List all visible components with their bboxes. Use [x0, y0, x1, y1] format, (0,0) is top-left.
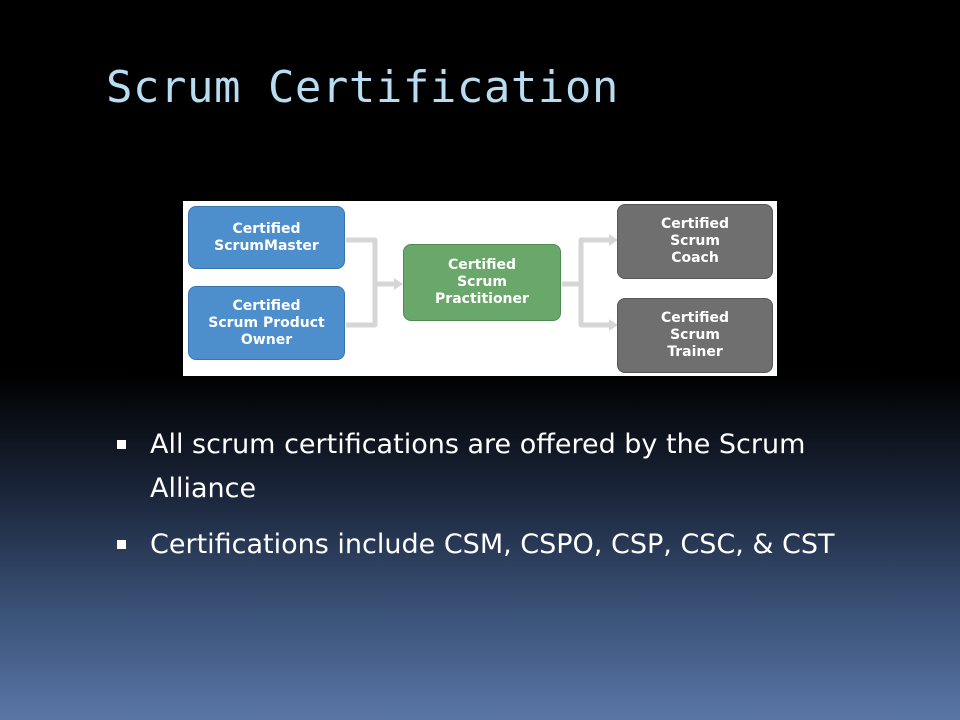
- bullet-list: All scrum certifications are offered by …: [110, 423, 890, 579]
- slide-title: Scrum Certification: [106, 62, 619, 113]
- node-certified-scrum-practitioner: Certified Scrum Practitioner: [403, 244, 561, 321]
- node-label-line: Certified: [660, 216, 730, 232]
- square-bullet-icon: [117, 440, 126, 449]
- node-label-line: Certified: [232, 220, 301, 237]
- node-label-line: Certified: [232, 297, 301, 314]
- bullet-item: All scrum certifications are offered by …: [110, 423, 890, 511]
- connector-csm-to-csp: [346, 237, 394, 287]
- node-label-line: Scrum: [670, 233, 720, 249]
- square-bullet-icon: [117, 540, 126, 549]
- bullet-item: Certifications include CSM, CSPO, CSP, C…: [110, 523, 890, 567]
- node-label-line: ScrumMaster: [214, 237, 319, 254]
- certification-path-diagram: Certified ScrumMaster Certified Scrum Pr…: [183, 201, 777, 376]
- node-certified-scrummaster: Certified ScrumMaster: [188, 206, 345, 269]
- node-certified-scrum-coach: Certified Scrum Coach: [617, 204, 773, 279]
- node-certified-scrum-product-owner: Certified Scrum Product Owner: [188, 286, 345, 360]
- node-label-line: Scrum: [670, 327, 720, 343]
- node-label-line: Certified: [660, 310, 730, 326]
- arrowhead-cst: [609, 319, 618, 331]
- connector-lines: [346, 234, 618, 331]
- node-label-line: Scrum: [457, 274, 507, 290]
- node-label-line: Scrum Product: [208, 314, 325, 331]
- arrowhead-csp: [394, 278, 403, 290]
- arrowhead-csc: [609, 234, 618, 246]
- connector-cspo-to-csp: [346, 284, 378, 328]
- node-certified-scrum-trainer: Certified Scrum Trainer: [617, 298, 773, 373]
- bullet-text: Certifications include CSM, CSPO, CSP, C…: [150, 529, 835, 560]
- connector-csp-to-csc: [562, 237, 609, 287]
- bullet-text: All scrum certifications are offered by …: [150, 429, 806, 504]
- node-label-line: Owner: [240, 331, 293, 348]
- connector-csp-to-cst: [578, 284, 609, 328]
- node-label-line: Practitioner: [435, 291, 529, 307]
- node-label-line: Trainer: [667, 344, 723, 360]
- node-label-line: Coach: [671, 250, 719, 266]
- node-label-line: Certified: [447, 257, 517, 273]
